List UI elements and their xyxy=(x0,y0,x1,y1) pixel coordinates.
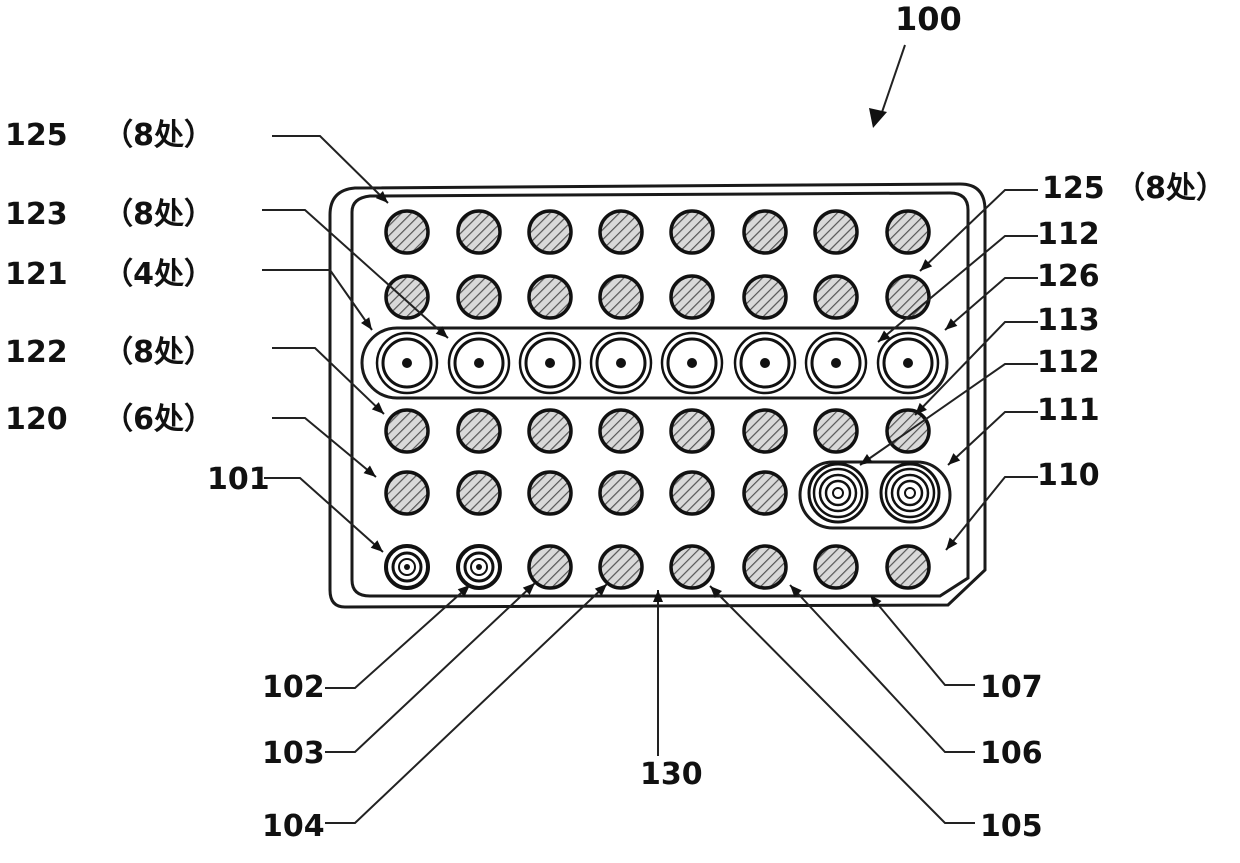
signal-pin xyxy=(529,472,571,514)
label-number: 123 xyxy=(5,197,68,232)
label-122-left: 122 （8处） xyxy=(5,335,214,370)
signal-pin xyxy=(600,410,642,452)
coaxial-pin-center xyxy=(402,358,412,368)
signal-pin xyxy=(600,472,642,514)
label-112-lower: 112 xyxy=(1037,345,1100,380)
label-125-left: 125 （8处） xyxy=(5,118,214,153)
coaxial-pin-center xyxy=(831,358,841,368)
signal-pin xyxy=(386,276,428,318)
leader-121-left xyxy=(262,270,372,330)
leader-102 xyxy=(325,585,470,688)
label-number: 120 xyxy=(5,402,68,437)
bottom-labels: 102 103 104 130 107 106 105 xyxy=(262,670,1043,844)
leader-120-left xyxy=(272,418,376,477)
signal-pin xyxy=(744,276,786,318)
label-note: （6处） xyxy=(103,402,214,437)
signal-pin xyxy=(386,472,428,514)
signal-pin xyxy=(529,276,571,318)
label-number: 122 xyxy=(5,335,68,370)
reference-number: 100 xyxy=(895,0,962,38)
signal-pin xyxy=(815,276,857,318)
coaxial-pin-center xyxy=(903,358,913,368)
label-note: （8处） xyxy=(103,197,214,232)
leader-105 xyxy=(710,586,975,823)
label-110: 110 xyxy=(1037,458,1100,493)
coaxial-pin-center xyxy=(545,358,555,368)
coaxial-pin-center xyxy=(760,358,770,368)
signal-pin xyxy=(600,276,642,318)
coaxial-pin-center xyxy=(687,358,697,368)
signal-pin xyxy=(671,276,713,318)
label-104: 104 xyxy=(262,809,325,844)
leader-arrowhead xyxy=(361,317,372,330)
left-labels: 125 （8处） 123 （8处） 121 （4处） 122 （8处） 120 … xyxy=(5,118,270,497)
reference-arrow xyxy=(880,45,905,118)
label-107: 107 xyxy=(980,670,1043,705)
label-106: 106 xyxy=(980,736,1043,771)
signal-pin xyxy=(744,410,786,452)
leader-104 xyxy=(325,584,607,823)
signal-pin xyxy=(600,546,642,588)
label-121-left: 121 （4处） xyxy=(5,257,214,292)
large-coax-center xyxy=(833,488,843,498)
label-123-left: 123 （8处） xyxy=(5,197,214,232)
label-105: 105 xyxy=(980,809,1043,844)
leader-107 xyxy=(870,595,975,685)
signal-pin xyxy=(744,472,786,514)
label-note: （4处） xyxy=(103,257,214,292)
signal-pin xyxy=(815,410,857,452)
signal-pin xyxy=(671,410,713,452)
special-pin-center xyxy=(476,564,482,570)
label-103: 103 xyxy=(262,736,325,771)
signal-pin xyxy=(887,276,929,318)
signal-pin xyxy=(529,211,571,253)
signal-pin xyxy=(744,211,786,253)
label-number: 121 xyxy=(5,257,68,292)
signal-pin xyxy=(744,546,786,588)
label-126: 126 xyxy=(1037,259,1100,294)
signal-pin xyxy=(671,472,713,514)
signal-pin xyxy=(671,211,713,253)
coaxial-pin-center xyxy=(616,358,626,368)
label-113: 113 xyxy=(1037,303,1100,338)
coaxial-pin-center xyxy=(474,358,484,368)
label-112-upper: 112 xyxy=(1037,217,1100,252)
right-labels: 125 （8处） 112 126 113 112 111 110 xyxy=(1037,171,1226,493)
signal-pin xyxy=(458,472,500,514)
leader-125-left xyxy=(272,136,388,203)
label-120-left: 120 （6处） xyxy=(5,402,214,437)
signal-pin xyxy=(815,211,857,253)
signal-pin xyxy=(458,276,500,318)
connector-housing xyxy=(330,184,985,607)
leader-111 xyxy=(948,412,1038,465)
signal-pin xyxy=(458,211,500,253)
signal-pin xyxy=(386,410,428,452)
signal-pin xyxy=(887,211,929,253)
label-101: 101 xyxy=(207,462,270,497)
leader-110 xyxy=(946,477,1038,550)
signal-pin xyxy=(671,546,713,588)
label-number: 125 xyxy=(1042,171,1105,206)
label-note: （8处） xyxy=(103,335,214,370)
label-102: 102 xyxy=(262,670,325,705)
signal-pin xyxy=(386,211,428,253)
label-note: （8处） xyxy=(103,118,214,153)
label-125-right: 125 （8处） xyxy=(1042,171,1226,206)
signal-pin xyxy=(529,410,571,452)
label-130: 130 xyxy=(640,757,703,792)
signal-pin xyxy=(887,546,929,588)
reference-arrowhead xyxy=(869,108,887,128)
signal-pin xyxy=(815,546,857,588)
signal-pin xyxy=(458,410,500,452)
signal-pin xyxy=(600,211,642,253)
label-note: （8处） xyxy=(1115,171,1226,206)
signal-pin xyxy=(529,546,571,588)
special-pin-center xyxy=(404,564,410,570)
large-coax-center xyxy=(905,488,915,498)
leader-101 xyxy=(264,478,383,552)
label-number: 125 xyxy=(5,118,68,153)
label-111: 111 xyxy=(1037,393,1100,428)
